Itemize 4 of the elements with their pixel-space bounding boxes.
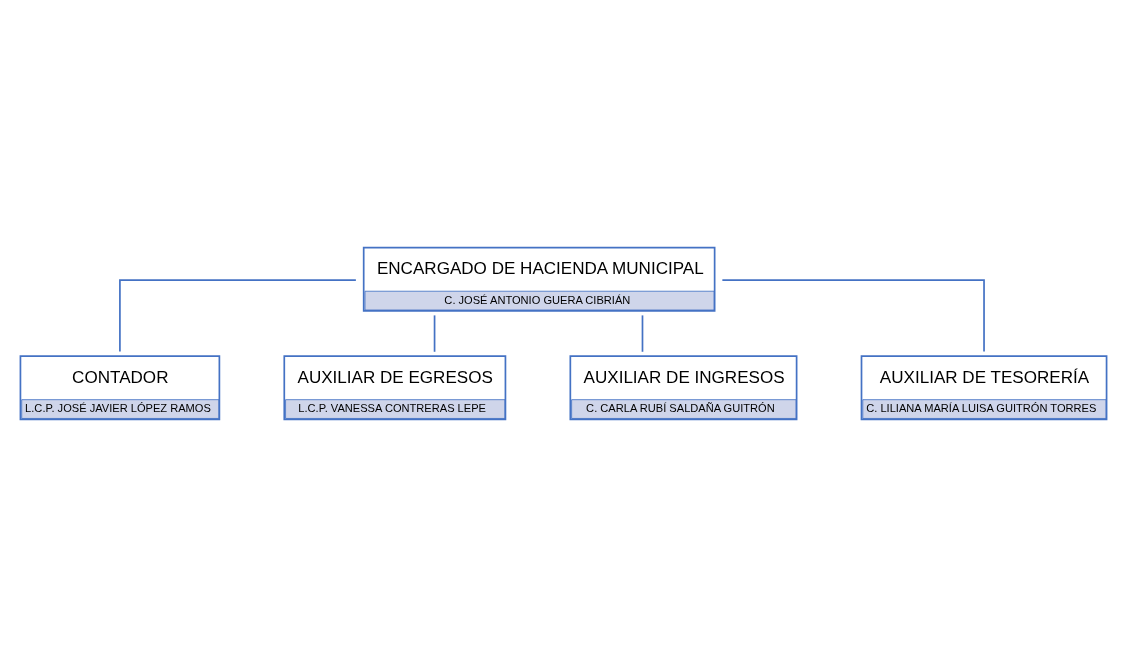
connector [641, 314, 644, 353]
connector [433, 314, 436, 353]
connector [119, 279, 357, 353]
connector [721, 279, 985, 353]
